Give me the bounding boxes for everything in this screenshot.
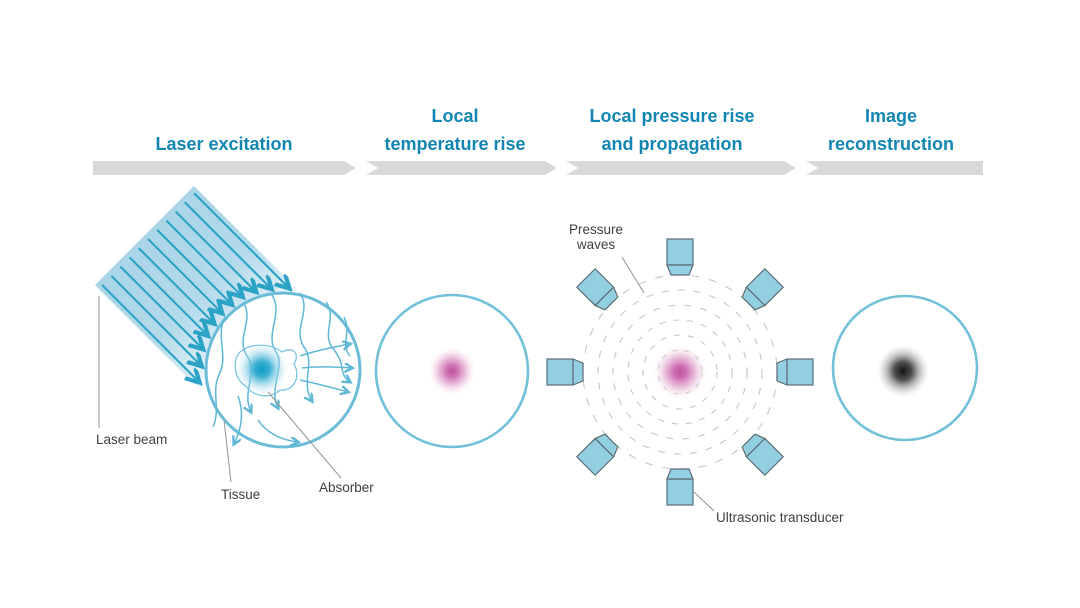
stage-title-line: Laser excitation xyxy=(155,134,293,154)
process-arrow-bar-4 xyxy=(806,161,983,175)
stage-title-line: Image xyxy=(864,106,918,126)
stage-title-temperature-rise: Local temperature rise xyxy=(325,98,585,158)
laser-beam-arrows-icon xyxy=(101,192,291,382)
process-arrow-bar xyxy=(93,161,983,175)
stage-title-line: Local xyxy=(431,106,479,126)
ultrasonic-transducer-icon xyxy=(576,433,619,476)
absorber-leader-line xyxy=(267,391,342,479)
tissue-leader-line xyxy=(223,419,232,483)
transducer-leader-line xyxy=(693,491,715,512)
pressure-waves-label: Pressure waves xyxy=(558,222,634,252)
stage-title-line: reconstruction xyxy=(827,134,955,154)
stage-title-pressure-rise: Local pressure rise and propagation xyxy=(542,98,802,158)
absorber-label: Absorber xyxy=(319,480,374,495)
absorber-spot xyxy=(236,343,288,395)
laser-beam-label: Laser beam xyxy=(96,432,168,447)
stage-title-line: temperature rise xyxy=(384,134,526,154)
ultrasonic-transducer-icon xyxy=(546,358,584,386)
reconstructed-spot xyxy=(877,345,929,397)
ultrasonic-transducer-label: Ultrasonic transducer xyxy=(716,510,844,525)
ultrasonic-transducer-icon xyxy=(741,268,784,311)
tissue-label: Tissue xyxy=(221,487,261,502)
pressure-waves-leader-line xyxy=(621,256,645,294)
stage-title-line: and propagation xyxy=(601,134,743,154)
process-arrow-bar-1 xyxy=(93,161,356,175)
ultrasonic-transducer-icon xyxy=(776,358,814,386)
pressure-waves-label-line: waves xyxy=(576,237,616,252)
process-arrow-bar-3 xyxy=(566,161,796,175)
temperature-spot xyxy=(428,347,476,395)
leader-lines xyxy=(98,256,715,512)
ultrasonic-transducer-icon xyxy=(576,268,619,311)
pressure-waves-label-line: Pressure xyxy=(568,222,624,237)
transducer-ring xyxy=(546,238,814,506)
stage-title-image-reconstruction: Image reconstruction xyxy=(761,98,1021,158)
ultrasonic-transducer-icon xyxy=(741,433,784,476)
ultrasonic-transducer-icon xyxy=(666,238,694,276)
pressure-spot xyxy=(653,345,707,399)
process-arrow-bar-2 xyxy=(366,161,557,175)
ultrasonic-transducer-icon xyxy=(666,468,694,506)
stage-title-line: Local pressure rise xyxy=(589,106,755,126)
stage-title-laser-excitation: Laser excitation xyxy=(94,98,354,158)
